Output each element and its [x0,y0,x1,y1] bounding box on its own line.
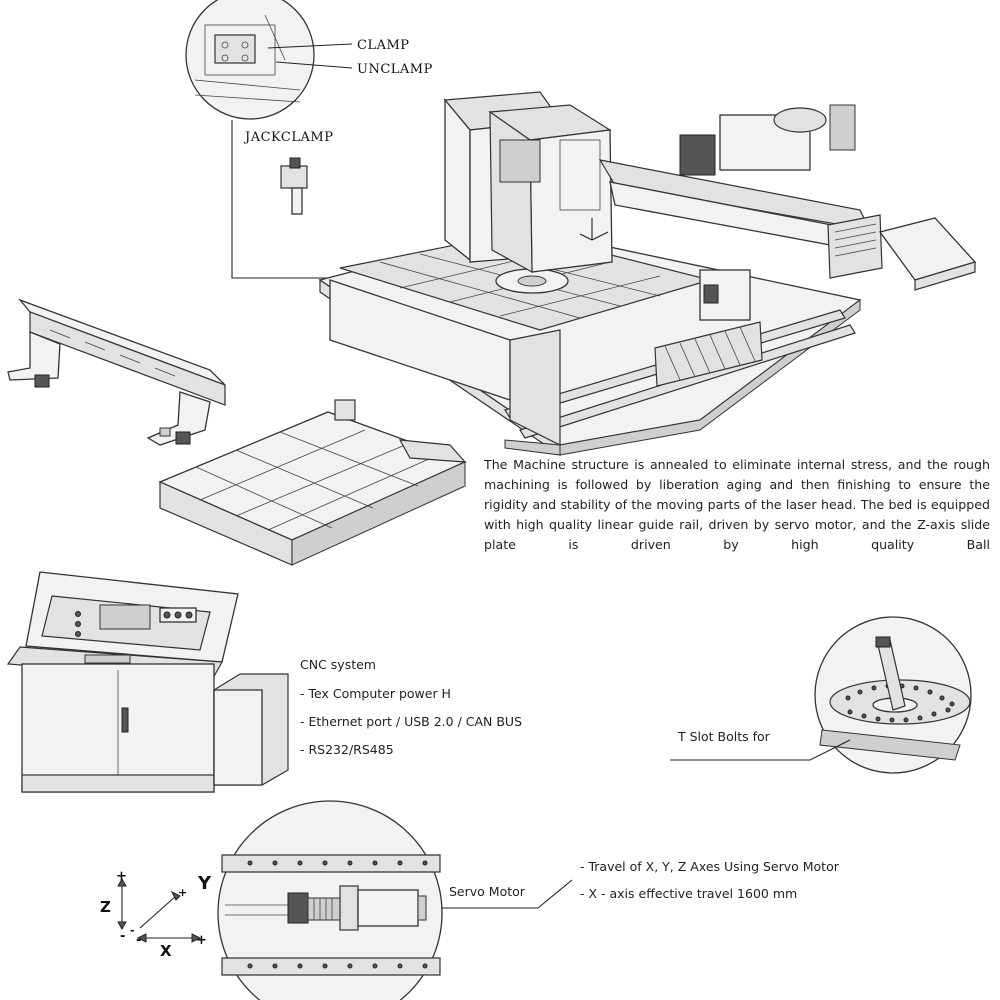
servo-motor-detail [217,800,443,1000]
unclamp-leader [275,61,353,69]
y-minus-sign: - [130,924,135,937]
cnc-system-info: CNC system - Tex Computer power H - Ethe… [300,657,522,757]
cnc-cabinet-illustration [6,571,289,793]
x-minus-sign: - [136,933,141,948]
servo-spec-item: - Travel of X, Y, Z Axes Using Servo Mot… [580,859,840,874]
t-slot-leader [670,739,851,761]
laser-machine-illustration [318,91,977,457]
machine-description: The Machine structure is annealed to eli… [484,457,990,552]
gantry-beam-part [7,298,226,446]
t-slot-detail [814,616,972,774]
cnc-title: CNC system [300,657,376,672]
y-axis-line [139,895,177,929]
clamp-label: CLAMP [357,38,410,53]
z-plus-sign: + [116,869,127,884]
y-axis-label: Y [197,873,212,894]
servo-spec-item: - X - axis effective travel 1600 mm [580,886,797,901]
jackclamp-part [280,157,308,215]
t-slot-label: T Slot Bolts for [677,729,771,744]
cnc-item: - Ethernet port / USB 2.0 / CAN BUS [300,714,522,729]
servo-motor-label: Servo Motor [449,884,526,899]
servo-spec-info: - Travel of X, Y, Z Axes Using Servo Mot… [580,859,840,901]
clamp-detail: CLAMP UNCLAMP JACKCLAMP [185,0,433,145]
servo-leader [441,879,573,909]
z-minus-sign: - [120,929,125,944]
x-axis-label: X [160,942,172,960]
x-plus-sign: + [196,933,207,948]
worktable-part [158,399,467,566]
cnc-item: - Tex Computer power H [300,686,451,701]
axis-indicator: + - Z Y + - X + - [100,869,212,960]
y-plus-sign: + [178,886,187,899]
z-axis-label: Z [100,898,111,916]
clamp-leader [267,43,353,49]
cnc-item: - RS232/RS485 [300,742,394,757]
jackclamp-leader [231,120,330,279]
unclamp-label: UNCLAMP [357,62,433,77]
jackclamp-label: JACKCLAMP [243,130,333,145]
